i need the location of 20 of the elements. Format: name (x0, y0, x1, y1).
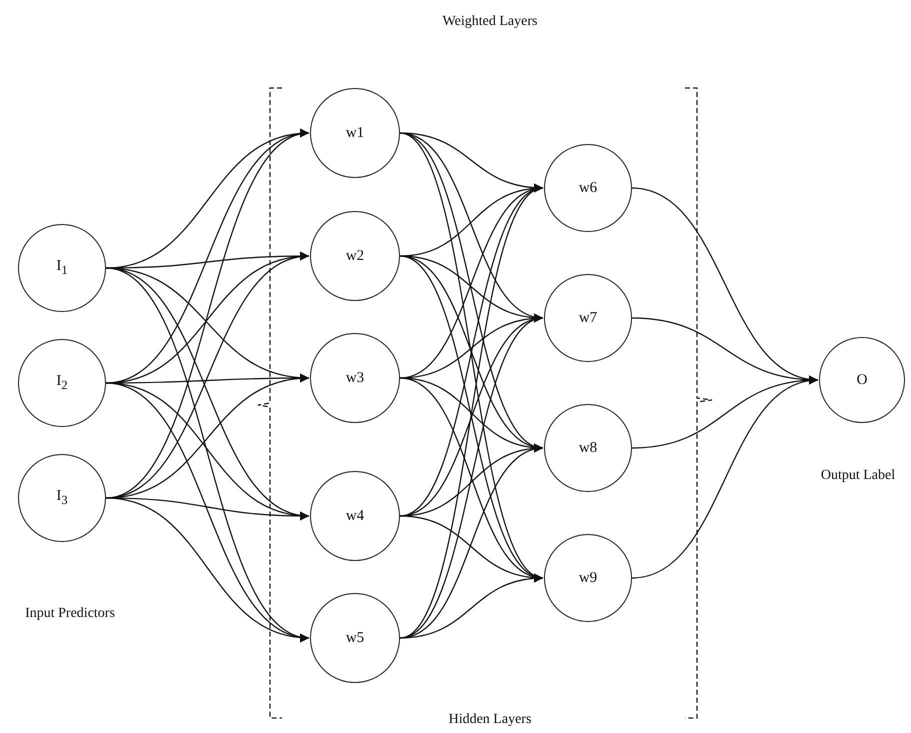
neuron-label: w3 (346, 370, 364, 386)
neuron-label: I$_{2}$ (56, 374, 68, 392)
arrow (106, 497, 310, 642)
layer-label: Output Label (820, 468, 896, 484)
neuron-label: I$_{1}$ (56, 259, 68, 277)
layer-label: Hidden Layers (448, 712, 532, 728)
neuron-label: w5 (346, 630, 364, 646)
layer-label: Input Predictors (25, 606, 115, 622)
neuron-label: w6 (578, 180, 598, 196)
neuron-label: I$_{3}$ (56, 489, 68, 507)
layer-label: Weighted Layers (442, 14, 538, 30)
arrow (106, 131, 310, 499)
neuron-label: w4 (346, 508, 364, 524)
neuron-label: w2 (346, 248, 364, 264)
neuron-label: O (856, 372, 868, 388)
neuron-label: w8 (578, 440, 598, 456)
neuron-label: w1 (346, 126, 364, 140)
neuron-label: w9 (578, 570, 598, 586)
neuron-label: w7 (578, 310, 598, 326)
arrow (632, 377, 818, 579)
